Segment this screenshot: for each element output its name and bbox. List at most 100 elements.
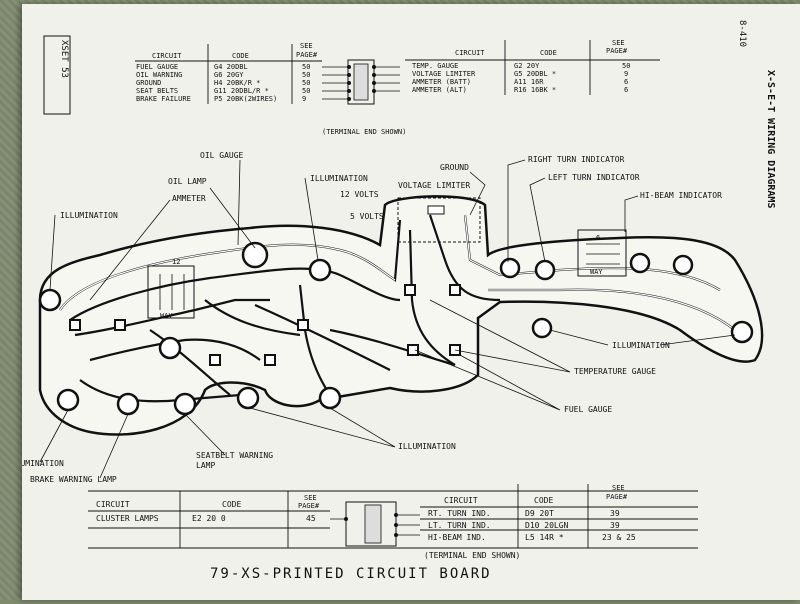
board-outline — [38, 195, 764, 436]
label-voltage-limiter: VOLTAGE LIMITER — [398, 181, 470, 190]
label-12-volts: 12 VOLTS — [340, 190, 379, 199]
top-right-circuit: AMMETER (BATT) — [412, 78, 471, 86]
top-right-circuit: TEMP. GAUGE — [412, 62, 458, 70]
bottom-right-code: D9 20T — [525, 509, 554, 518]
bulb-socket-icon — [308, 258, 332, 282]
top-terminal-note: (TERMINAL END SHOWN) — [322, 128, 406, 136]
top-right-header-page: PAGE# — [606, 47, 628, 55]
bulb-socket-icon — [531, 317, 553, 339]
bottom-left-page: 45 — [306, 514, 316, 523]
bulb-socket-icon — [173, 392, 197, 416]
top-left-code: G11 20DBL/R * — [214, 87, 269, 95]
terminal-pads — [69, 284, 461, 366]
bulb-socket-icon — [730, 320, 754, 344]
label-illumination-top: ILLUMINATION — [310, 174, 368, 183]
top-left-header-page: PAGE# — [296, 51, 318, 59]
top-left-page: 9 — [302, 95, 306, 103]
section-tab: XSET 53 — [43, 35, 71, 115]
diagram-sheet: XSET 53 8-410 X-S-E-T WIRING DIAGRAMS CI… — [6, 4, 800, 600]
bottom-left-header-code: CODE — [222, 500, 241, 509]
label-temperature-gauge: TEMPERATURE GAUGE — [574, 367, 656, 376]
top-left-code: G6 20GY — [214, 71, 244, 79]
label-right-turn: RIGHT TURN INDICATOR — [528, 155, 625, 164]
bottom-left-header-page: PAGE# — [298, 502, 320, 510]
top-left-header-circuit: CIRCUIT — [152, 52, 182, 60]
label-illumination-bottom: ILLUMINATION — [398, 442, 456, 451]
tab-label: XSET 53 — [59, 40, 69, 78]
top-right-header-circuit: CIRCUIT — [455, 49, 485, 57]
bottom-left-code: E2 20 0 — [192, 514, 226, 523]
top-right-code: A11 16R — [514, 78, 544, 86]
bulb-socket-icon — [499, 257, 521, 279]
bottom-left-header-see: SEE — [304, 494, 317, 502]
label-ammeter: AMMETER — [172, 194, 206, 203]
bottom-right-circuit: HI-BEAM IND. — [428, 533, 486, 542]
bottom-right-code: D10 20LGN — [525, 521, 569, 530]
top-right-circuit: AMMETER (ALT) — [412, 86, 467, 94]
bulb-socket-icon — [318, 386, 342, 410]
bottom-right-header-page: PAGE# — [606, 493, 628, 501]
board-traces — [59, 214, 736, 403]
connector-way-label: WAY — [160, 312, 173, 320]
label-illumination-bottom-left: ILLUMINATION — [22, 459, 64, 468]
top-left-circuit: SEAT BELTS — [136, 87, 178, 95]
circuit-diagram: XSET 53 8-410 X-S-E-T WIRING DIAGRAMS CI… — [6, 20, 776, 582]
label-left-turn: LEFT TURN INDICATOR — [548, 173, 640, 182]
top-circuit-table: CIRCUIT CODE SEE PAGE# FUEL GAUGE G4 20D… — [135, 39, 660, 136]
bottom-connector-icon — [330, 501, 420, 547]
label-oil-gauge: OIL GAUGE — [200, 151, 244, 160]
bulb-socket-icon — [38, 288, 62, 312]
bottom-left-header-circuit: CIRCUIT — [96, 500, 130, 509]
bulb-socket-icon — [629, 252, 651, 274]
voltage-limiter-chip — [427, 205, 445, 215]
label-oil-lamp: OIL LAMP — [168, 177, 207, 186]
top-right-header-code: CODE — [540, 49, 557, 57]
connector-12-label: 12 — [172, 258, 180, 266]
bottom-right-code: L5 14R * — [525, 533, 564, 542]
bottom-right-circuit: LT. TURN IND. — [428, 521, 491, 530]
page-number: 8-410 — [737, 20, 747, 47]
bottom-right-header-code: CODE — [534, 496, 553, 505]
bottom-right-header-circuit: CIRCUIT — [444, 496, 478, 505]
top-left-circuit: GROUND — [136, 79, 161, 87]
bottom-right-header-see: SEE — [612, 484, 625, 492]
top-left-header-code: CODE — [232, 52, 249, 60]
top-right-page: 6 — [624, 78, 628, 86]
top-left-page: 50 — [302, 79, 310, 87]
label-brake-lamp: BRAKE WARNING LAMP — [30, 475, 117, 484]
side-title: X-S-E-T WIRING DIAGRAMS — [765, 70, 776, 208]
top-right-circuit: VOLTAGE LIMITER — [412, 70, 476, 78]
connector-6-label: 6 — [596, 234, 600, 242]
label-seatbelt-lamp: SEATBELT WARNING — [196, 451, 273, 460]
top-left-code: P5 20BK(2WIRES) — [214, 95, 277, 103]
label-5-volts: 5 VOLTS — [350, 212, 384, 221]
bulb-socket-icon — [534, 259, 556, 281]
top-right-header-see: SEE — [612, 39, 625, 47]
bottom-right-circuit: RT. TURN IND. — [428, 509, 491, 518]
label-seatbelt-lamp-2: LAMP — [196, 461, 215, 470]
bulb-socket-icon — [236, 386, 260, 410]
bottom-right-page: 39 — [610, 521, 620, 530]
top-right-page: 9 — [624, 70, 628, 78]
top-left-page: 50 — [302, 71, 310, 79]
connector-way-label: WAY — [590, 268, 603, 276]
top-connector-icon — [322, 59, 400, 105]
bulb-socket-icon — [672, 254, 694, 276]
bulb-socket-icon — [158, 336, 182, 360]
bulb-socket-icon — [116, 392, 140, 416]
bottom-right-page: 39 — [610, 509, 620, 518]
top-left-circuit: FUEL GAUGE — [136, 63, 178, 71]
top-left-page: 50 — [302, 87, 310, 95]
label-illumination-left: ILLUMINATION — [60, 211, 118, 220]
label-fuel-gauge: FUEL GAUGE — [564, 405, 612, 414]
bottom-left-circuit: CLUSTER LAMPS — [96, 514, 159, 523]
printed-circuit-board: 12 WAY 6 WAY — [38, 195, 764, 436]
bottom-right-page: 23 & 25 — [602, 533, 636, 542]
top-left-header-see: SEE — [300, 42, 313, 50]
top-left-circuit: BRAKE FAILURE — [136, 95, 191, 103]
label-hi-beam: HI-BEAM INDICATOR — [640, 191, 722, 200]
left-board-connector: 12 WAY — [147, 258, 195, 320]
label-ground: GROUND — [440, 163, 469, 172]
bottom-circuit-table: CIRCUIT CODE SEE PAGE# CLUSTER LAMPS E2 … — [88, 484, 698, 560]
top-right-page: 6 — [624, 86, 628, 94]
